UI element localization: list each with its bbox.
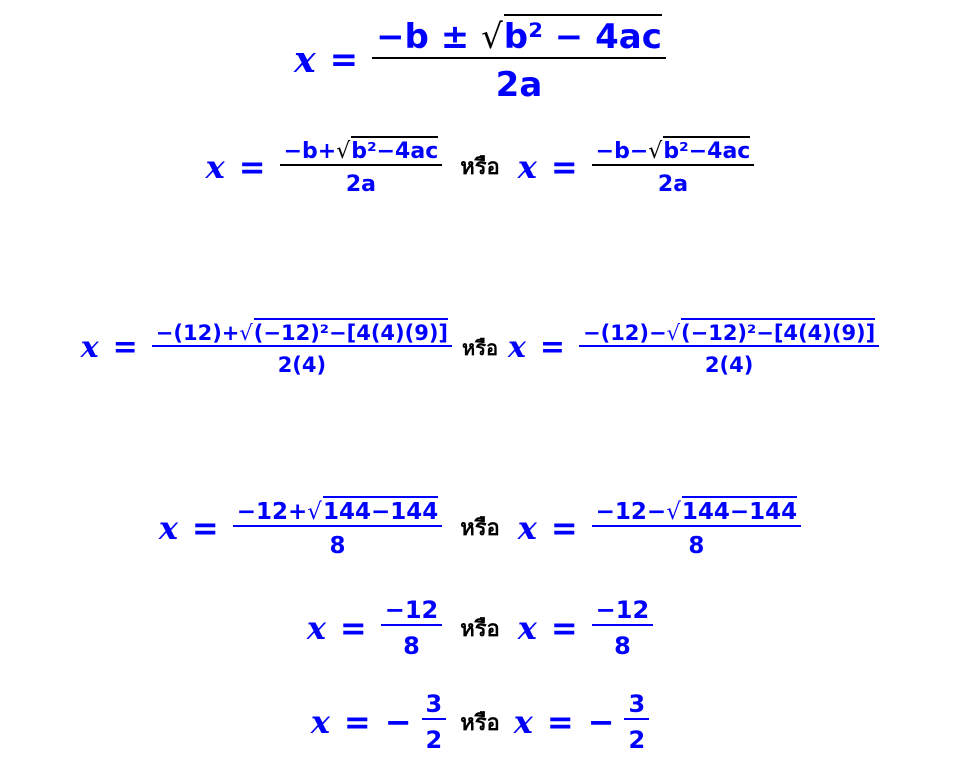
equals-sign: = (550, 609, 578, 647)
or-word: หรือ (460, 515, 500, 541)
equals-sign: = (550, 147, 578, 186)
denominator: 2(4) (579, 345, 880, 377)
variable-x: x (306, 609, 326, 647)
denominator: 2 (624, 718, 650, 754)
numerator-prefix: −b+ (283, 139, 337, 164)
sqrt: √b² − 4ac (481, 14, 662, 57)
minus-sign: − (384, 703, 412, 741)
denominator: 8 (591, 525, 802, 559)
numerator: 3 (628, 690, 646, 718)
denominator: 2(4) (151, 345, 453, 377)
fraction: −12 8 (380, 596, 443, 660)
formula-split: x = −b+√b²−4ac 2a หรือ x = −b−√b²−4ac 2a (0, 136, 960, 197)
variable-x: x (80, 330, 99, 365)
radicand: (−12)²−[4(4)(9)] (681, 318, 876, 345)
fraction-plus: −12+√144−144 8 (232, 496, 443, 559)
denominator: 8 (232, 525, 443, 559)
quadratic-formula: x = −b ± √b² − 4ac 2a (0, 14, 960, 105)
fraction-minus: −(12)−√(−12)²−[4(4)(9)] 2(4) (579, 318, 880, 377)
denominator: 2a (372, 57, 666, 105)
numerator: 3 (425, 690, 443, 718)
sqrt-icon: √ (336, 139, 351, 164)
fraction: 3 2 (421, 690, 447, 754)
equals-sign: = (339, 609, 367, 647)
numerator-prefix: −(12)+ (155, 321, 240, 345)
fraction-minus: −b−√b²−4ac 2a (591, 136, 755, 197)
equals-sign: = (329, 39, 359, 80)
radicand: b²−4ac (351, 136, 439, 164)
fraction-plus: −(12)+√(−12)²−[4(4)(9)] 2(4) (151, 318, 453, 377)
fraction: 3 2 (624, 690, 650, 754)
denominator: 8 (591, 624, 654, 660)
numerator-prefix: −(12)− (583, 321, 667, 345)
sqrt-icon: √ (481, 17, 503, 57)
fraction-minus: −12−√144−144 8 (591, 496, 802, 559)
radicand: b²−4ac (663, 136, 751, 164)
equals-sign: = (550, 508, 578, 547)
variable-x: x (507, 330, 526, 365)
equals-sign: = (546, 703, 574, 741)
equals-sign: = (238, 147, 266, 186)
variable-x: x (517, 147, 537, 186)
radicand: (−12)²−[4(4)(9)] (253, 318, 449, 345)
denominator: 2a (591, 164, 755, 197)
variable-x: x (205, 147, 225, 186)
sqrt-icon: √ (239, 321, 253, 345)
numerator: −12 (595, 596, 650, 624)
sqrt-icon: √ (648, 139, 663, 164)
sqrt-icon: √ (307, 499, 322, 525)
minus-sign: − (587, 703, 615, 741)
numerator-prefix: −12− (595, 499, 667, 525)
numerator-prefix: −b ± (376, 17, 482, 57)
variable-x: x (513, 703, 533, 741)
sqrt-icon: √ (666, 321, 681, 345)
radicand: 144−144 (322, 496, 439, 525)
equals-sign: = (539, 330, 565, 365)
or-word: หรือ (460, 709, 500, 736)
fraction-line: x = −12 8 หรือ x = −12 8 (0, 596, 960, 660)
numerator-prefix: −12+ (236, 499, 308, 525)
equals-sign: = (191, 508, 219, 547)
result-line: x = − 3 2 หรือ x = − 3 2 (0, 690, 960, 754)
fraction-plus: −b+√b²−4ac 2a (279, 136, 443, 197)
variable-x: x (517, 508, 537, 547)
fraction: −b ± √b² − 4ac 2a (372, 14, 666, 105)
equals-sign: = (343, 703, 371, 741)
denominator: 8 (380, 624, 443, 660)
or-word: หรือ (462, 335, 498, 360)
or-word: หรือ (460, 615, 500, 642)
radicand: b² − 4ac (503, 14, 662, 57)
simplified-line: x = −12+√144−144 8 หรือ x = −12−√144−144… (0, 496, 960, 559)
variable-x: x (517, 609, 537, 647)
variable-x: x (158, 508, 178, 547)
substitution-line: x = −(12)+√(−12)²−[4(4)(9)] 2(4) หรือ x … (0, 318, 960, 377)
sqrt-icon: √ (666, 499, 681, 525)
fraction: −12 8 (591, 596, 654, 660)
denominator: 2 (421, 718, 447, 754)
equals-sign: = (112, 330, 138, 365)
or-word: หรือ (460, 154, 500, 180)
denominator: 2a (279, 164, 443, 197)
variable-x: x (310, 703, 330, 741)
numerator: −12 (384, 596, 439, 624)
variable-x: x (294, 38, 316, 81)
radicand: 144−144 (681, 496, 798, 525)
numerator-prefix: −b− (595, 139, 649, 164)
